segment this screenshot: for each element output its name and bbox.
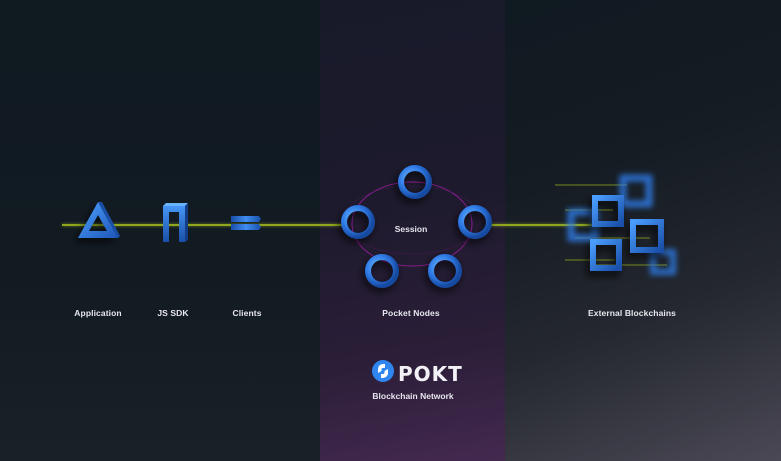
- pokt-logo-icon: [372, 360, 394, 387]
- connector-line-nodes-to-blockchains: [490, 224, 600, 226]
- session-label: Session: [394, 224, 428, 234]
- stacked-bars-icon: [229, 214, 263, 234]
- cube-cluster-icon: [555, 170, 695, 290]
- pokt-logo: POKT: [372, 360, 463, 387]
- stage-label-external-blockchains: External Blockchains: [588, 308, 676, 318]
- node-ring-icon: [330, 158, 500, 298]
- client-side-panel: [0, 0, 320, 461]
- pokt-logo-text: POKT: [398, 361, 463, 386]
- stage-label-application: Application: [74, 308, 122, 318]
- stage-label-pocket-nodes: Pocket Nodes: [382, 308, 440, 318]
- stage-label-js-sdk: JS SDK: [157, 308, 189, 318]
- blockchains-panel: [505, 0, 781, 461]
- connector-line-client-to-nodes: [62, 224, 344, 226]
- arch-icon: [160, 202, 188, 244]
- triangle-icon: [76, 200, 120, 244]
- stage-label-clients: Clients: [232, 308, 262, 318]
- blockchain-network-label: Blockchain Network: [372, 391, 454, 401]
